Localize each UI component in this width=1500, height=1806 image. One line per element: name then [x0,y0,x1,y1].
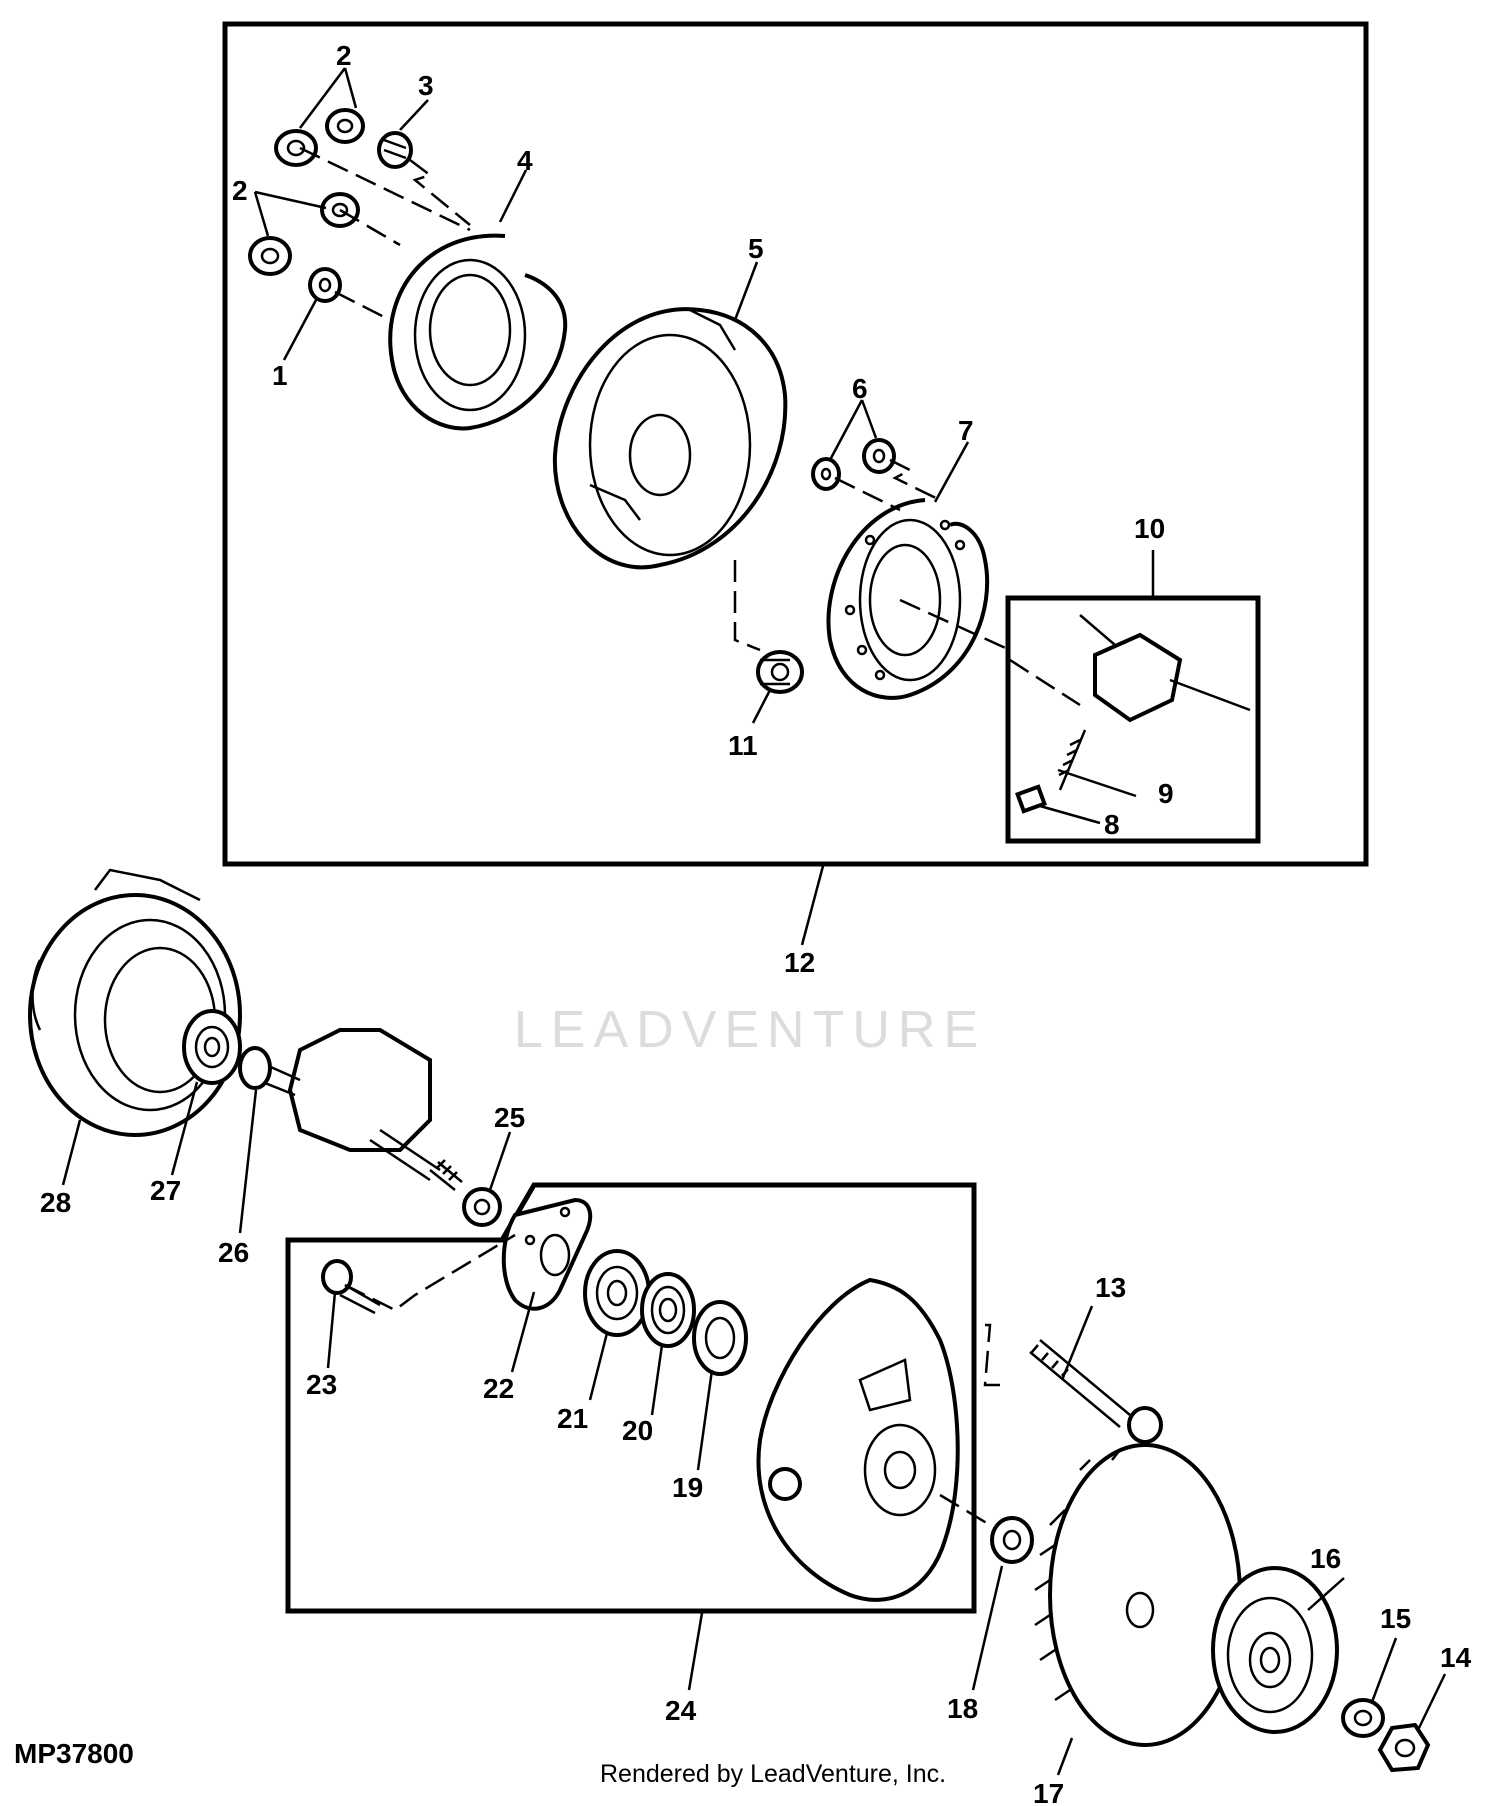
callout-6: 6 [852,373,868,404]
callout-20: 20 [622,1415,653,1446]
callout-3: 3 [418,70,434,101]
assembly-box-10 [1005,595,1261,844]
heat-sink-part-4 [388,233,568,431]
bearing-part-27 [182,1009,242,1085]
callout-23: 23 [306,1369,337,1400]
spacer-part-1 [308,267,342,303]
diagram-code: MP37800 [14,1738,134,1769]
callout-18: 18 [947,1693,978,1724]
callout-13: 13 [1095,1272,1126,1303]
callout-labels: 1 2 2 3 4 5 6 7 8 9 10 11 12 13 14 15 16… [40,40,1472,1806]
bushing-part-25 [462,1187,502,1227]
callout-27: 27 [150,1175,181,1206]
retainer-plate-part-22 [501,1197,593,1311]
rear-housing-part-5 [552,307,788,570]
callout-14: 14 [1440,1642,1472,1673]
nut-part-2 [248,108,365,276]
callout-24: 24 [665,1695,697,1726]
callout-19: 19 [672,1472,703,1503]
brush-part-8 [1015,784,1047,814]
callout-2: 2 [232,175,248,206]
callout-26: 26 [218,1237,249,1268]
bushing-part-11 [756,650,804,694]
insulator-part-3 [377,131,413,169]
seal-part-20 [640,1272,696,1348]
watermark: LEADVENTURE [513,1001,987,1059]
spring-part-9 [1058,729,1087,791]
front-housing [756,1277,960,1602]
leader-lines [61,67,1447,1776]
spacer-part-18 [990,1516,1034,1564]
callout-4: 4 [517,145,533,176]
lock-washer-part-15 [1341,1698,1385,1738]
callout-15: 15 [1380,1603,1411,1634]
assembly-box-24 [285,1182,977,1614]
callout-9: 9 [1158,778,1174,809]
callout-12: 12 [784,947,815,978]
callout-1: 1 [272,360,288,391]
callout-7: 7 [958,415,974,446]
callout-11: 11 [728,730,758,761]
callout-2: 2 [336,40,352,71]
bearing-part-21 [583,1249,651,1337]
callout-16: 16 [1310,1543,1341,1574]
assembly-box-12 [222,21,1369,867]
pulley-part-16 [1211,1566,1339,1734]
upper-parts [248,108,1251,814]
callout-25: 25 [494,1102,525,1133]
callout-17: 17 [1033,1778,1064,1806]
lower-parts [28,868,1431,1773]
callout-22: 22 [483,1373,514,1404]
render-credit: Rendered by LeadVenture, Inc. [600,1760,947,1788]
callout-5: 5 [748,233,764,264]
washer-part-19 [692,1300,748,1376]
nut-part-14 [1377,1722,1431,1773]
callout-28: 28 [40,1187,71,1218]
callout-21: 21 [557,1403,588,1434]
bolt-part-13 [1029,1339,1163,1444]
callout-8: 8 [1104,809,1120,840]
washer-part-6 [811,438,896,491]
rotor-part-26 [238,1028,463,1191]
callout-10: 10 [1134,513,1165,544]
brush-holder-part-10 [1079,614,1251,723]
rectifier-part-7 [826,498,990,700]
stator-part-28 [28,868,242,1137]
fan-part-17 [1034,1443,1242,1747]
